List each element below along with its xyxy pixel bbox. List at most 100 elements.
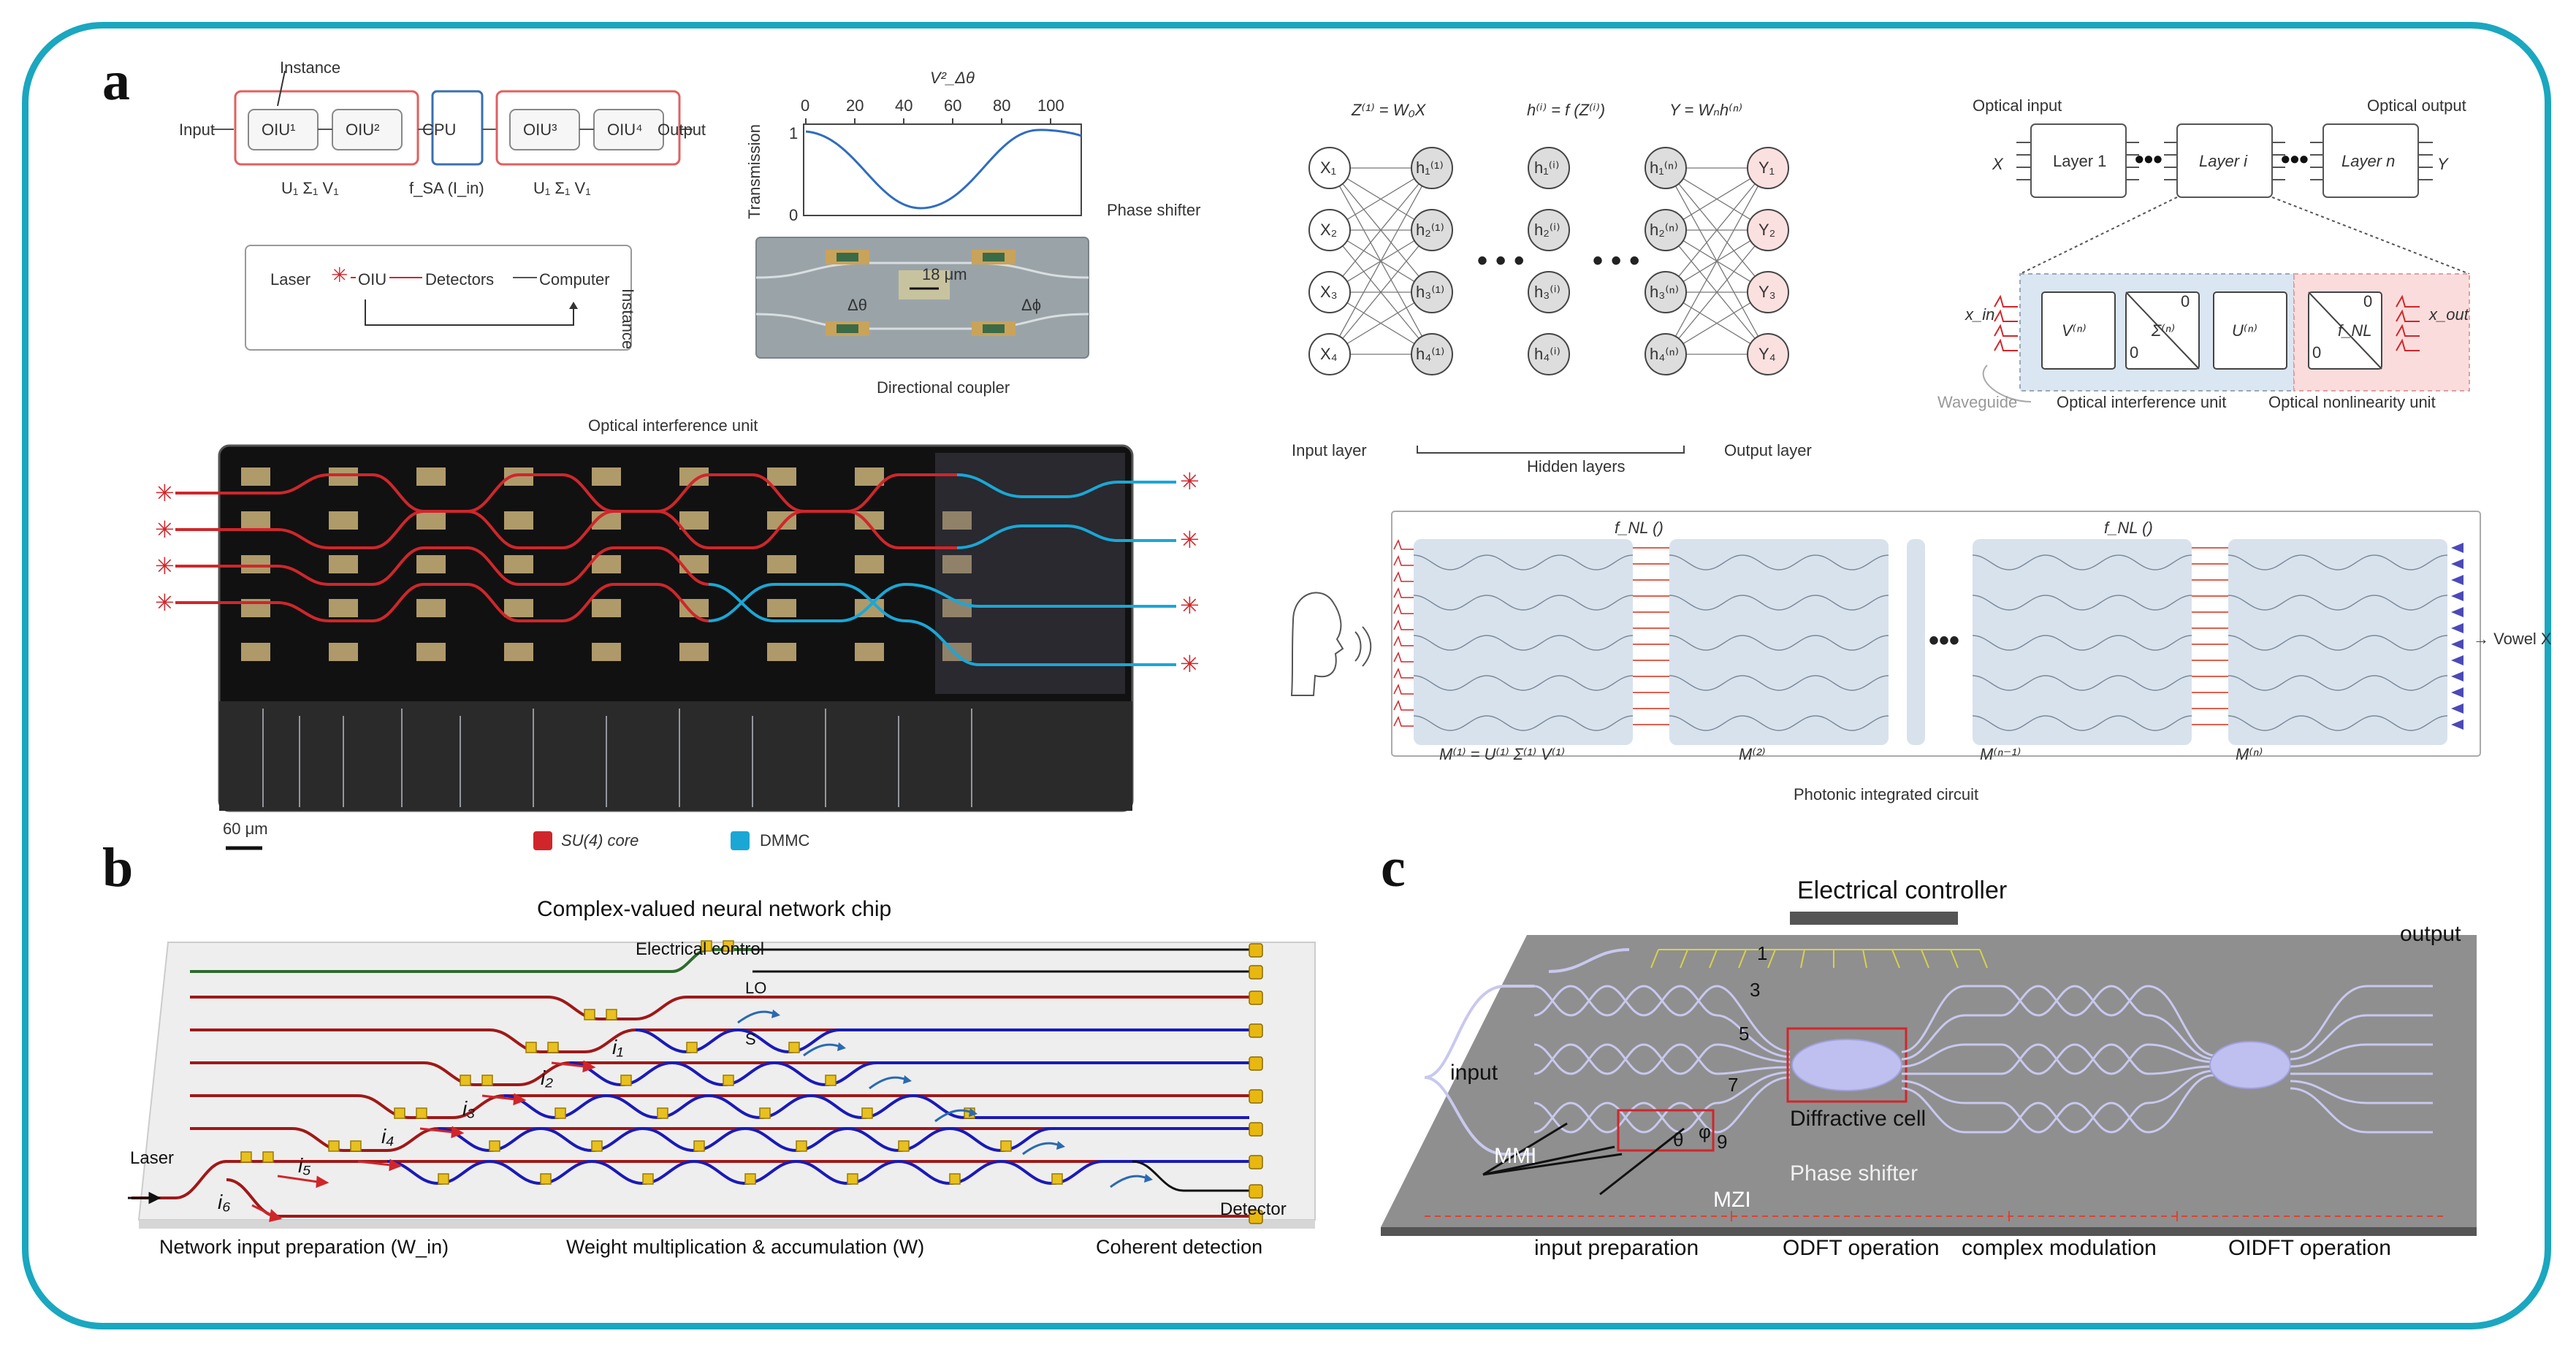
nn-diagram: • • •• • •: [1308, 147, 1789, 454]
pic-label: Photonic integrated circuit: [1794, 785, 1979, 804]
input-layer-label: Input layer: [1292, 441, 1367, 459]
scale-label: 60 μm: [223, 820, 268, 838]
usv-right-label: U₁ Σ₁ V₁: [533, 179, 591, 197]
svg-text:✳: ✳: [1180, 468, 1200, 495]
x-label: X: [1992, 155, 2003, 173]
svg-text:✳: ✳: [155, 516, 175, 543]
complex-nn-chip: [128, 940, 1316, 1229]
svg-text:✳: ✳: [155, 480, 175, 506]
panel-letter-c: c: [1381, 837, 1406, 898]
num-7: 7: [1728, 1074, 1739, 1096]
b-title: Complex-valued neural network chip: [537, 897, 892, 921]
node-h3-1: h₃⁽¹⁾: [1416, 283, 1445, 301]
svg-text:✳: ✳: [331, 264, 348, 286]
node-h1-1: h₁⁽¹⁾: [1416, 159, 1444, 177]
vn-label: V⁽ⁿ⁾: [2062, 321, 2087, 340]
tick-20: 20: [846, 96, 864, 115]
num-9: 9: [1717, 1131, 1728, 1153]
node-y3: Y₃: [1758, 283, 1776, 301]
oiu-chip-photo: ✳ ✳ ✳ ✳ ✳ ✳ ✳ ✳: [155, 444, 1200, 812]
a-left-block-diagram: [212, 70, 693, 166]
y-label: Y: [2437, 155, 2448, 173]
hidden-layers-label: Hidden layers: [1527, 457, 1626, 476]
mzi-label: MZI: [1713, 1188, 1751, 1212]
i4-label: i₄: [381, 1125, 395, 1148]
detector-label: Detector: [1220, 1199, 1287, 1219]
laser-label: Laser: [270, 270, 311, 289]
um18-label: 18 μm: [922, 265, 967, 283]
transmission-axis-label: Transmission: [745, 124, 763, 219]
waveguide-label: Waveguide: [1937, 393, 2018, 411]
legend-dmmc-label: DMMC: [760, 831, 810, 850]
svg-text:✳: ✳: [155, 589, 175, 616]
panel-letter-a: a: [102, 50, 130, 112]
svg-text:•••: •••: [1929, 625, 1959, 657]
svg-text:•••: •••: [2281, 144, 2309, 174]
panel-letter-b: b: [102, 837, 134, 898]
mn-label: M⁽ⁿ⁾: [2236, 745, 2263, 763]
b-bottom-left: Network input preparation (W_in): [159, 1236, 449, 1258]
num-3: 3: [1750, 979, 1761, 1001]
node-h3-i: h₃⁽ⁱ⁾: [1534, 283, 1561, 301]
svg-text:✳: ✳: [1180, 527, 1200, 553]
tick-y1: 1: [789, 124, 799, 142]
i6-label: i₆: [218, 1191, 231, 1213]
optical-output-label: Optical output: [2367, 96, 2466, 115]
svg-text:✳: ✳: [1180, 651, 1200, 677]
optical-input-label: Optical input: [1973, 96, 2062, 115]
tick-y0: 0: [789, 206, 799, 224]
node-h4-i: h₄⁽ⁱ⁾: [1534, 345, 1561, 363]
oiu-title-label: Optical interference unit: [588, 416, 758, 435]
node-h2-i: h₂⁽ⁱ⁾: [1534, 221, 1561, 239]
tick-80: 80: [993, 96, 1011, 115]
m1-label: M⁽¹⁾ = U⁽¹⁾ Σ⁽¹⁾ V⁽¹⁾: [1439, 745, 1565, 763]
svg-text:• • •: • • •: [1593, 245, 1639, 277]
eq-hi: h⁽ⁱ⁾ = f (Z⁽ⁱ⁾): [1527, 101, 1606, 119]
phi-label: φ: [1699, 1121, 1711, 1142]
tick-40: 40: [895, 96, 913, 115]
b-bottom-mid: Weight multiplication & accumulation (W): [566, 1236, 925, 1258]
usv-left-label: U₁ Σ₁ V₁: [281, 179, 339, 197]
svg-text:✳: ✳: [155, 553, 175, 579]
i2-label: i₂: [541, 1066, 553, 1089]
tick-60: 60: [944, 96, 962, 115]
oiu2-label: OIU²: [346, 121, 380, 139]
complex-modulation-label: complex modulation: [1962, 1236, 2157, 1260]
tick-100: 100: [1037, 96, 1064, 115]
instance-flow: ✳: [331, 264, 578, 326]
fnl1-label: f_NL (): [1615, 519, 1664, 537]
svg-text:•••: •••: [2135, 144, 2162, 174]
node-y2: Y₂: [1758, 221, 1776, 239]
instance-side-label: Instance: [619, 289, 637, 350]
un-label: U⁽ⁿ⁾: [2232, 321, 2257, 340]
dphi-label: Δϕ: [1021, 296, 1042, 314]
s-label: S: [745, 1030, 756, 1048]
lo-label: LO: [745, 979, 767, 997]
cpu-label: CPU: [422, 121, 457, 139]
node-h1-i: h₁⁽ⁱ⁾: [1534, 159, 1560, 177]
electrical-controller-label: Electrical controller: [1797, 877, 2008, 904]
sn-label: Σ⁽ⁿ⁾: [2152, 321, 2176, 340]
zero-bottom: 0: [2130, 343, 2139, 362]
computer-label: Computer: [539, 270, 610, 289]
phase-shifter-label-c: Phase shifter: [1790, 1161, 1918, 1186]
instance-box: [245, 245, 632, 351]
tick-0: 0: [801, 96, 810, 115]
transmission-chart: [803, 118, 1082, 216]
svg-text:✳: ✳: [1180, 592, 1200, 619]
mn1-label: M⁽ⁿ⁻¹⁾: [1980, 745, 2021, 763]
theta-label: θ: [1673, 1129, 1684, 1150]
fnl2-label: f_NL (): [2104, 519, 2153, 537]
b-bottom-right: Coherent detection: [1096, 1236, 1263, 1258]
node-h1-n: h₁⁽ⁿ⁾: [1650, 159, 1678, 177]
node-h4-1: h₄⁽¹⁾: [1416, 345, 1445, 363]
node-h4-n: h₄⁽ⁿ⁾: [1650, 345, 1680, 363]
legend-su4-label: SU(4) core: [561, 831, 639, 850]
oiu4-label: OIU⁴: [607, 121, 643, 139]
node-x3: X₃: [1320, 283, 1338, 301]
input-label: Input: [179, 121, 215, 139]
zero-top-nl: 0: [2363, 292, 2373, 310]
layer1-label: Layer 1: [2053, 152, 2107, 170]
detectors-label: Detectors: [425, 270, 495, 289]
layeri-label: Layer i: [2199, 152, 2248, 170]
